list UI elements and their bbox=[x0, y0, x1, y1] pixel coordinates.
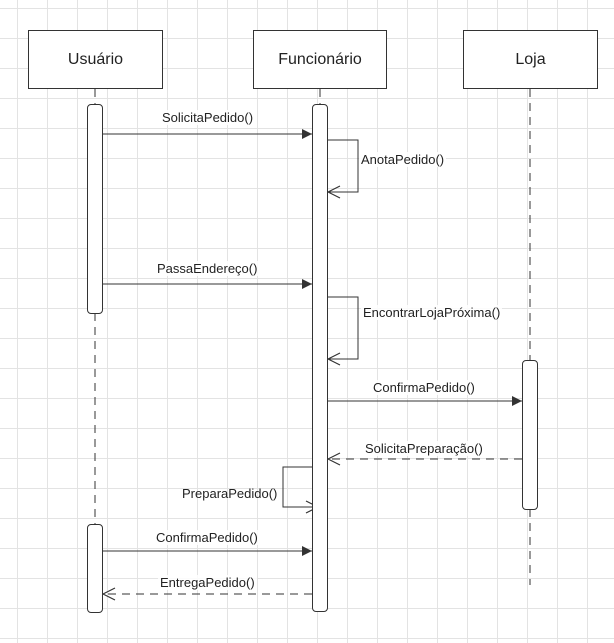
label-solicita-pedido: SolicitaPedido() bbox=[160, 110, 256, 125]
label-encontrar-loja: EncontrarLojaPróxima() bbox=[361, 305, 503, 320]
arrow-encontrar-loja bbox=[328, 296, 359, 359]
participant-funcionario: Funcionário bbox=[253, 30, 387, 89]
label-anota-pedido: AnotaPedido() bbox=[359, 152, 447, 167]
participant-usuario: Usuário bbox=[28, 30, 163, 89]
activation-loja bbox=[522, 360, 538, 510]
label-entrega-pedido: EntregaPedido() bbox=[158, 575, 257, 590]
label-passa-endereco: PassaEndereço() bbox=[155, 261, 260, 276]
participant-loja: Loja bbox=[463, 30, 598, 89]
activation-usuario-1 bbox=[87, 104, 103, 314]
activation-funcionario bbox=[312, 104, 328, 612]
label-solicita-preparacao: SolicitaPreparação() bbox=[363, 441, 485, 456]
activation-usuario-2 bbox=[87, 524, 103, 613]
label-prepara-pedido: PreparaPedido() bbox=[182, 486, 278, 501]
label-confirma-pedido-loja: ConfirmaPedido() bbox=[371, 380, 477, 395]
label-confirma-pedido-usuario: ConfirmaPedido() bbox=[154, 530, 260, 545]
arrow-anota-pedido bbox=[328, 139, 359, 192]
arrow-prepara-pedido bbox=[282, 466, 318, 507]
